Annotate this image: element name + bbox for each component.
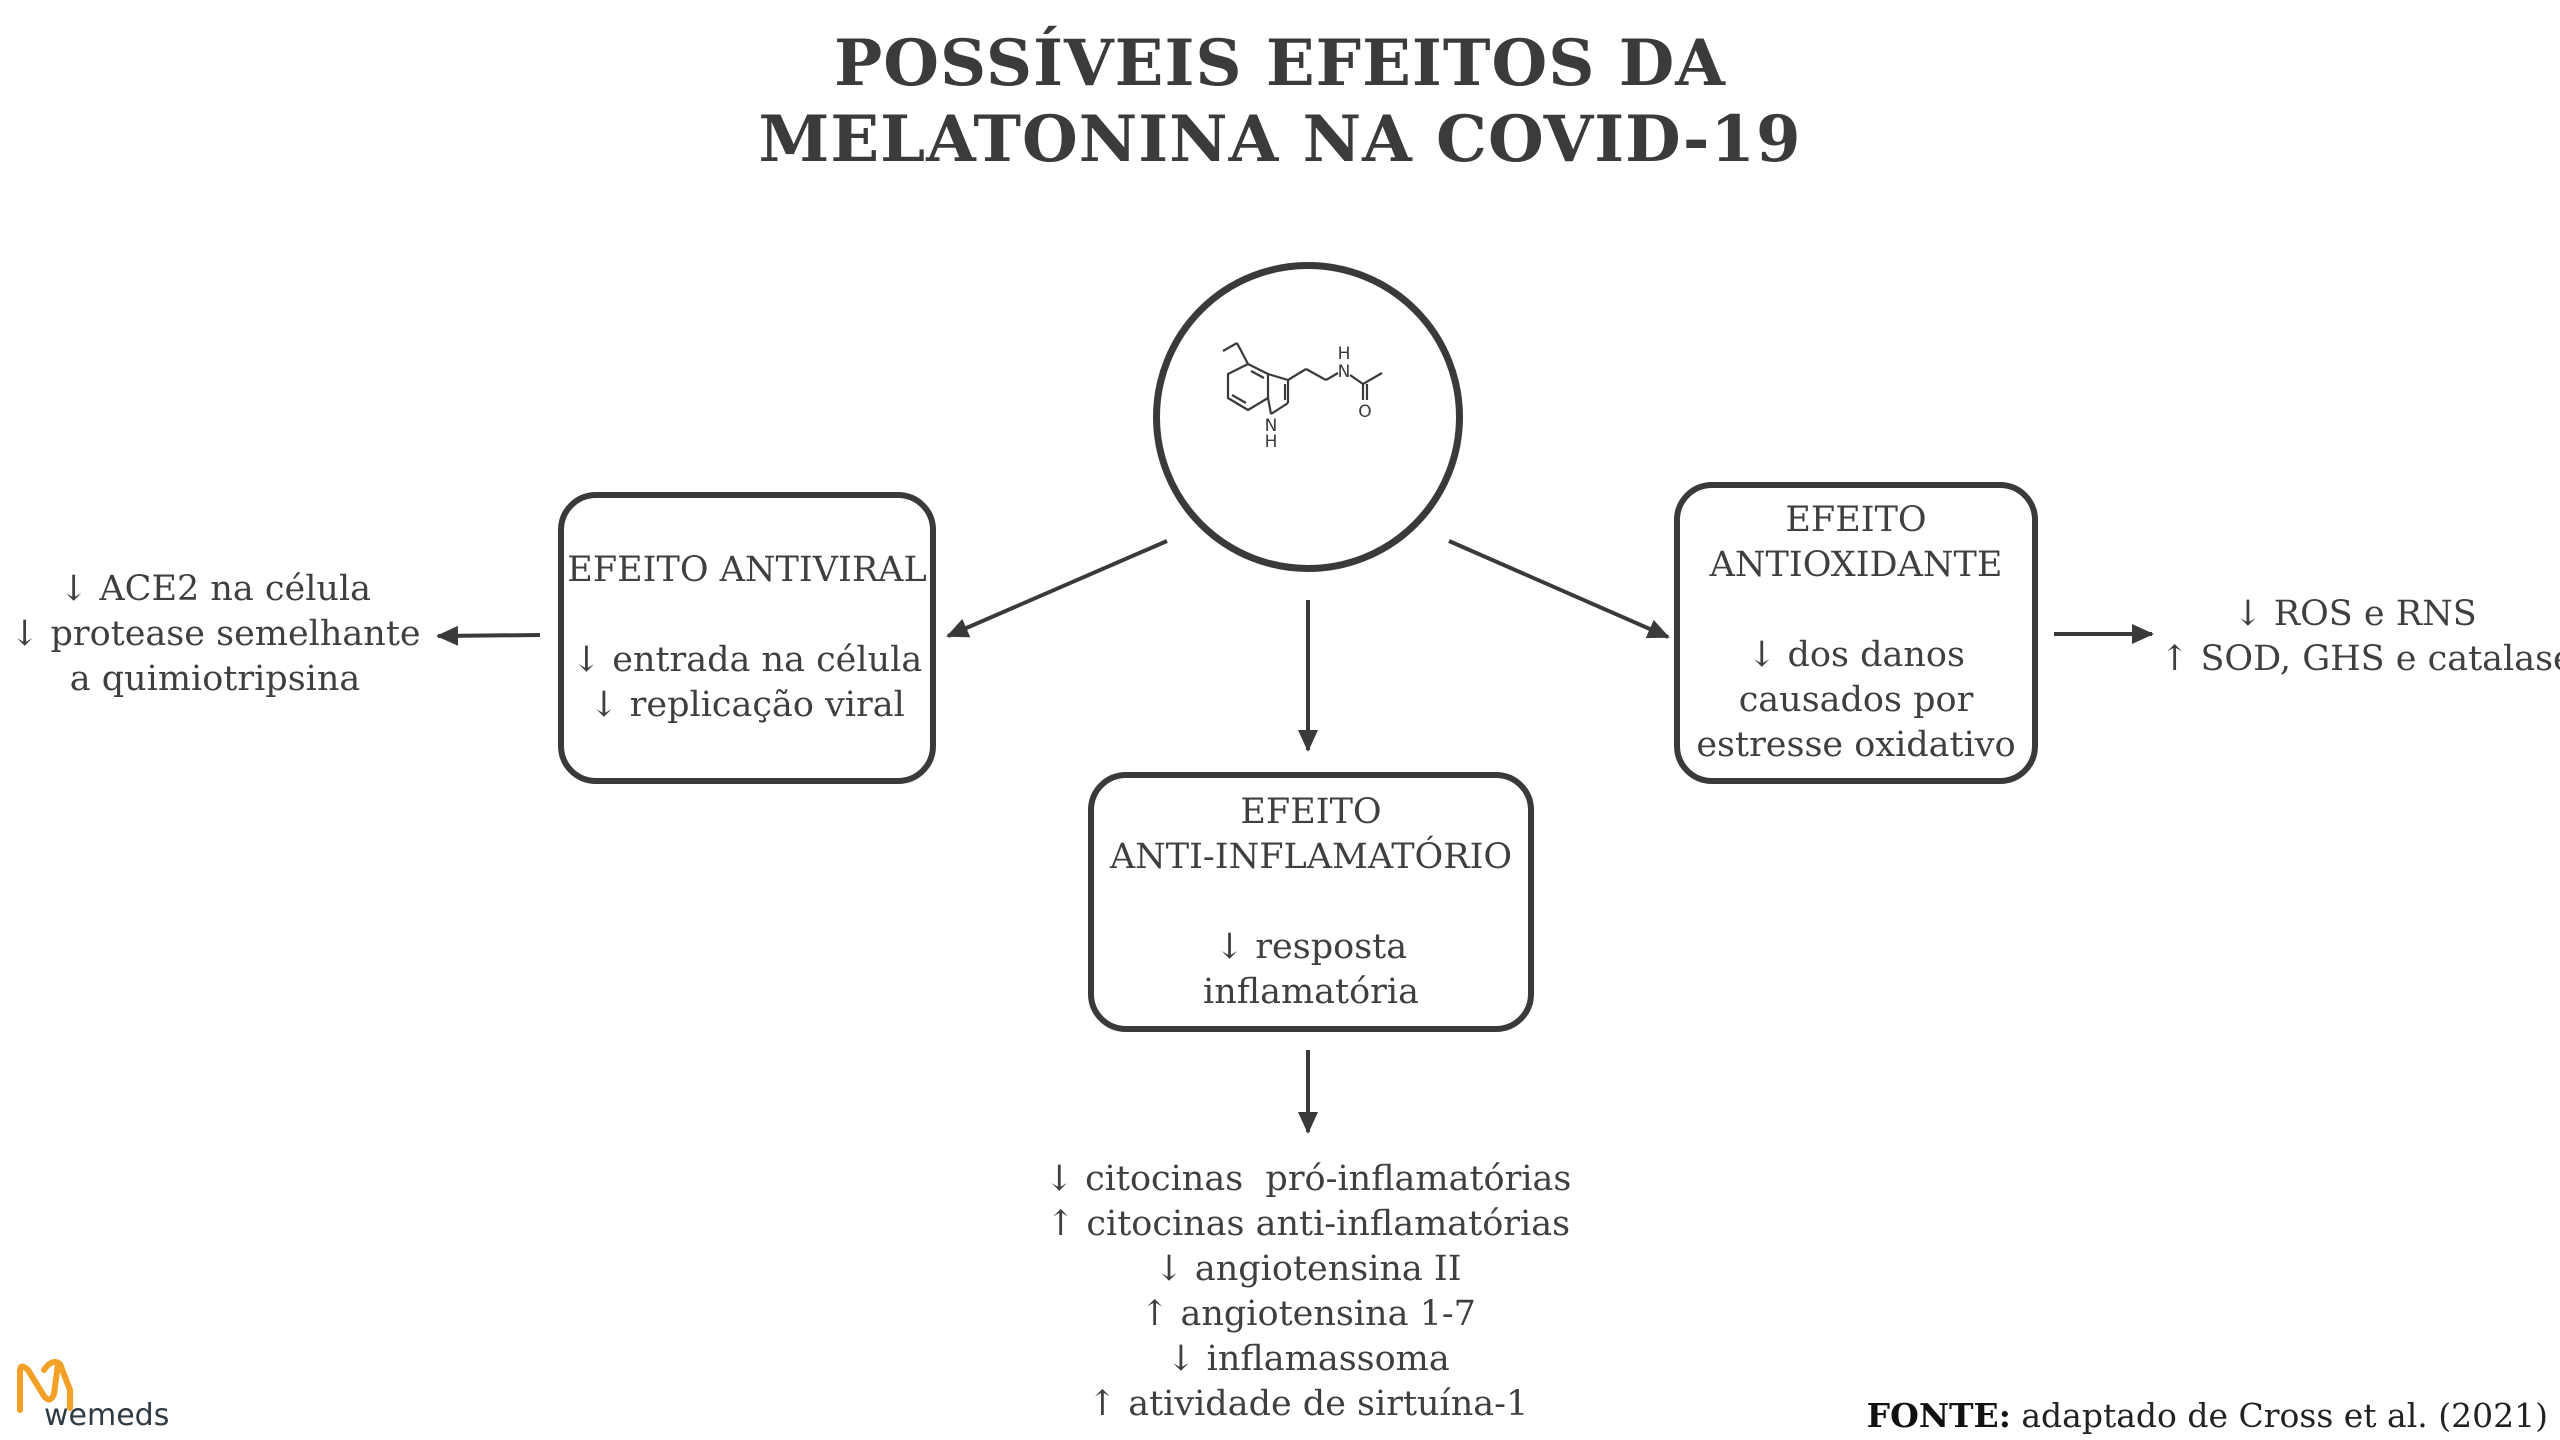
antiviral-outcomes: ↓ ACE2 na célula ↓ protease semelhante a… bbox=[10, 567, 421, 702]
arrow-to-antiviral bbox=[946, 539, 1168, 638]
antioxidant-effect-3: estresse oxidativo bbox=[1696, 725, 2016, 765]
wemeds-logo-icon bbox=[17, 1359, 73, 1413]
antiviral-outcome-3: a quimiotripsina bbox=[69, 659, 361, 699]
antiinflammatory-outcome-2: ↑ citocinas anti-inflamatórias bbox=[1045, 1204, 1571, 1244]
antiviral-effect-2: ↓ replicação viral bbox=[589, 685, 905, 725]
antiinflammatory-effect-1: ↓ resposta bbox=[1214, 926, 1408, 967]
antiviral-outcome-2: ↓ protease semelhante bbox=[10, 614, 421, 654]
antiviral-box: EFEITO ANTIVIRAL ↓ entrada na célula ↓ r… bbox=[558, 492, 936, 784]
source-citation: FONTE: adaptado de Cross et al. (2021) bbox=[1867, 1396, 2548, 1435]
antioxidant-effect-1: ↓ dos danos bbox=[1747, 635, 1965, 675]
atom-label-o: O bbox=[1358, 402, 1371, 422]
antioxidant-outcome-2: ↑ SOD, GHS e catalase bbox=[2160, 639, 2560, 679]
antiinflammatory-effect-2: inflamatória bbox=[1203, 971, 1419, 1012]
antiviral-effect-1: ↓ entrada na célula bbox=[571, 640, 923, 680]
melatonin-structure-icon: N H N H O bbox=[1222, 342, 1383, 452]
antiinflammatory-heading-2: ANTI-INFLAMATÓRIO bbox=[1109, 836, 1513, 877]
antioxidant-outcomes: ↓ ROS e RNS ↑ SOD, GHS e catalase bbox=[2160, 592, 2560, 682]
arrow-to-antioxidant bbox=[1448, 539, 1670, 639]
antioxidant-outcome-1: ↓ ROS e RNS bbox=[2233, 594, 2477, 634]
atom-label-h-indole: H bbox=[1265, 432, 1278, 452]
atom-label-n-indole: N bbox=[1265, 416, 1278, 436]
title-line-2: MELATONINA NA COVID-19 bbox=[758, 102, 1802, 177]
antioxidant-box: EFEITO ANTIOXIDANTE ↓ dos danos causados… bbox=[1674, 482, 2038, 784]
title-line-1: POSSÍVEIS EFEITOS DA bbox=[834, 26, 1726, 101]
antioxidant-heading-1: EFEITO bbox=[1785, 500, 1927, 540]
atom-label-h-amide: H bbox=[1338, 344, 1351, 364]
antiinflammatory-box: EFEITO ANTI-INFLAMATÓRIO ↓ resposta infl… bbox=[1088, 772, 1534, 1032]
antiinflammatory-outcome-6: ↑ atividade de sirtuína-1 bbox=[1087, 1384, 1529, 1424]
arrow-antiviral-outcomes bbox=[436, 625, 541, 646]
antiinflammatory-outcomes: ↓ citocinas pró-inflamatórias ↑ citocina… bbox=[1018, 1157, 1598, 1427]
antiinflammatory-outcome-4: ↑ angiotensina 1-7 bbox=[1140, 1294, 1476, 1334]
antiviral-outcome-1: ↓ ACE2 na célula bbox=[58, 569, 372, 609]
logo-wordmark: wemeds bbox=[44, 1398, 170, 1433]
source-text: adaptado de Cross et al. (2021) bbox=[2010, 1396, 2548, 1435]
melatonin-molecule: N H N H O bbox=[1153, 262, 1463, 572]
antiinflammatory-outcome-5: ↓ inflamassoma bbox=[1166, 1339, 1450, 1379]
antioxidant-heading-2: ANTIOXIDANTE bbox=[1709, 545, 2003, 585]
antioxidant-effect-2: causados por bbox=[1738, 680, 1974, 720]
antiviral-heading: EFEITO ANTIVIRAL bbox=[567, 550, 927, 590]
atom-label-n-amide: N bbox=[1338, 362, 1351, 382]
page-title: POSSÍVEIS EFEITOS DA MELATONINA NA COVID… bbox=[0, 26, 2560, 178]
antiinflammatory-heading-1: EFEITO bbox=[1240, 791, 1382, 832]
antiinflammatory-outcome-3: ↓ angiotensina II bbox=[1154, 1249, 1462, 1289]
antiinflammatory-outcome-1: ↓ citocinas pró-inflamatórias bbox=[1044, 1159, 1572, 1199]
source-label: FONTE: bbox=[1866, 1396, 2011, 1435]
